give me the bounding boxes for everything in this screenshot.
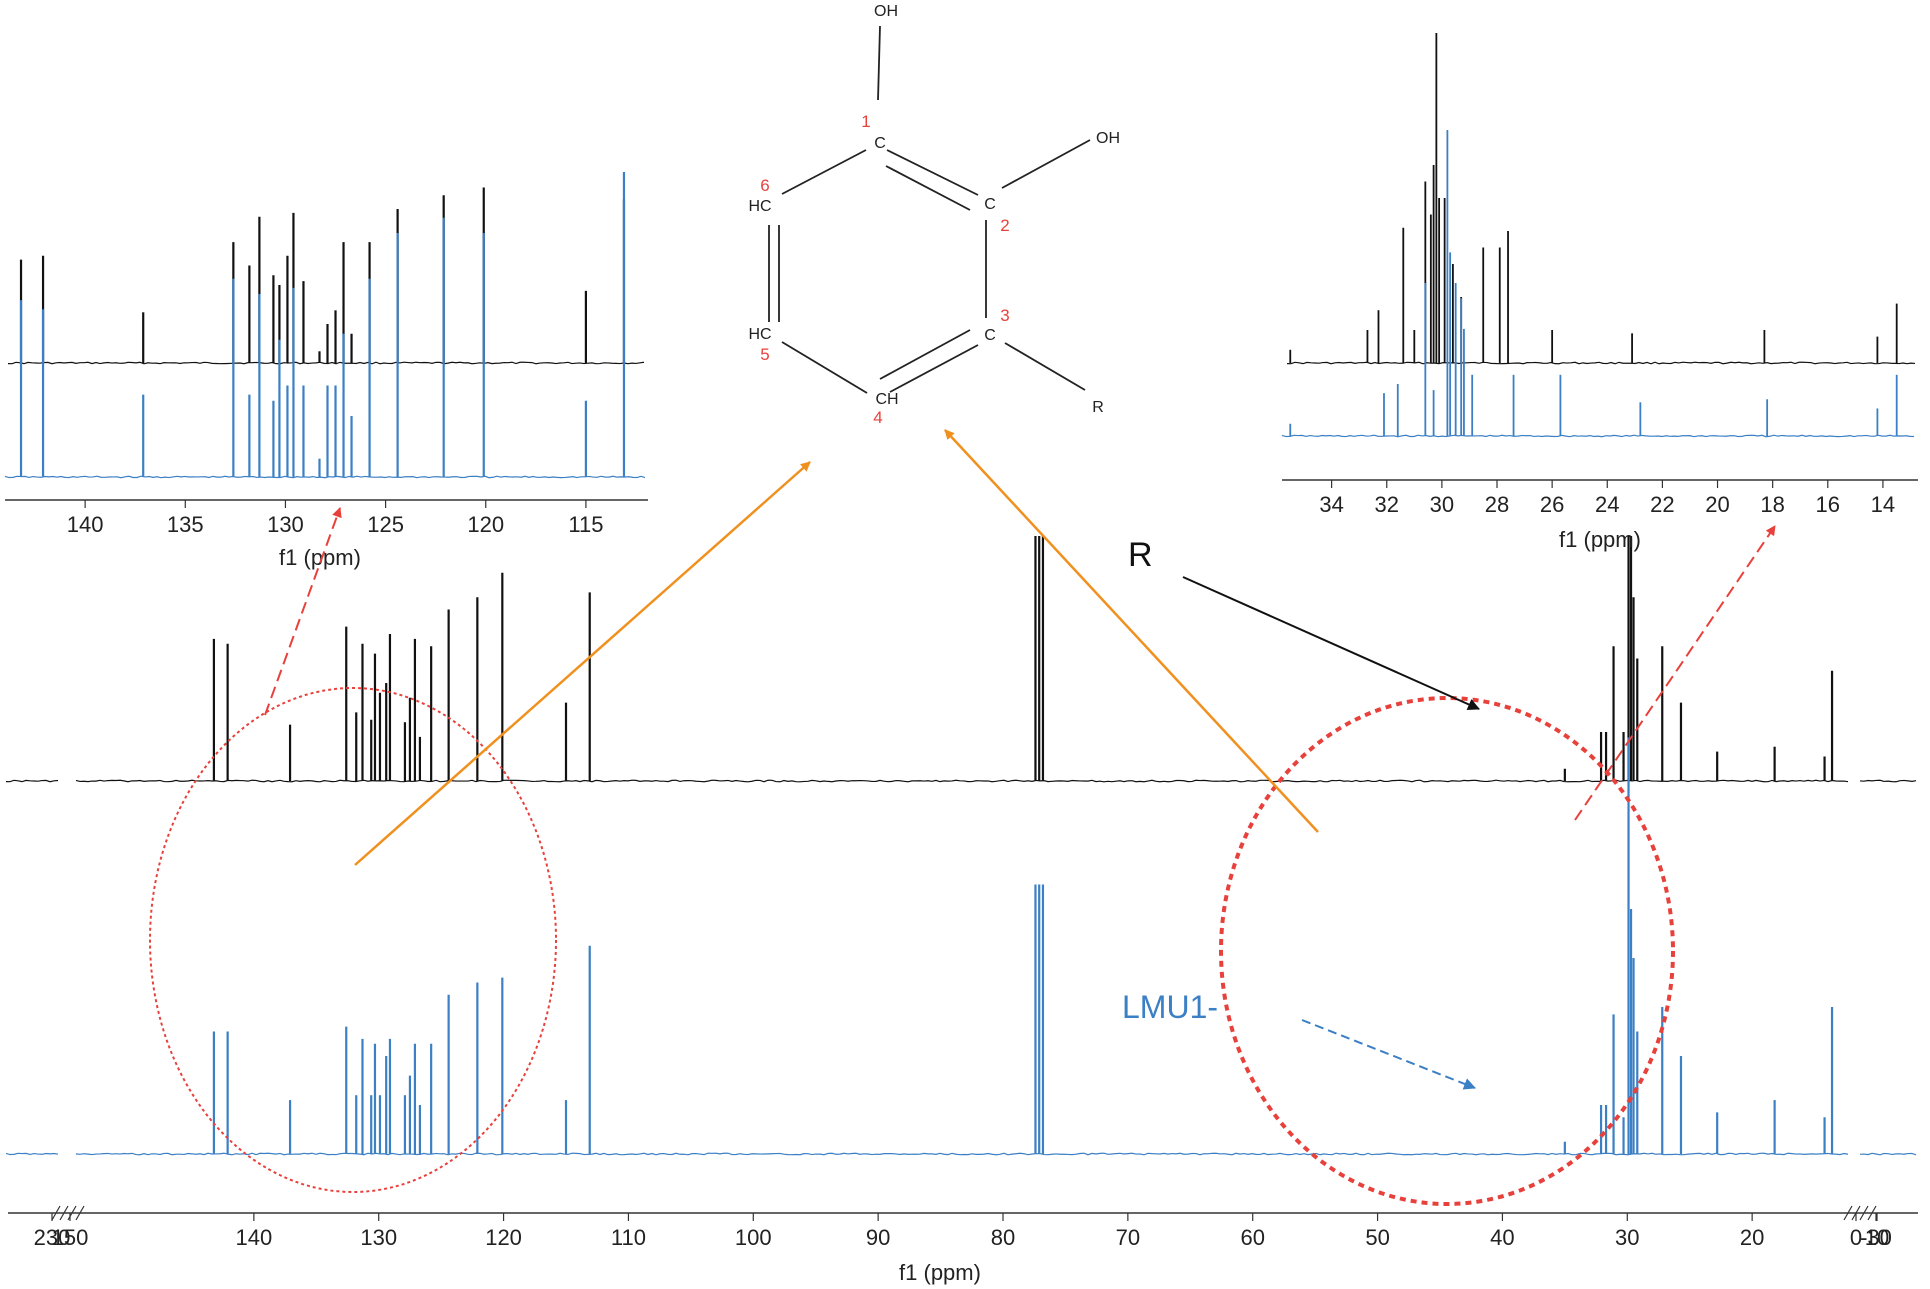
main-tick-label: 60	[1240, 1225, 1264, 1250]
aliphatic-inset-tick-label: 30	[1430, 492, 1454, 517]
main-tick-label: 90	[866, 1225, 890, 1250]
atom-oh-right: OH	[1096, 130, 1120, 147]
bond-c4-c5	[781, 341, 868, 394]
main-tick-label: 120	[485, 1225, 522, 1250]
aromatic-inset-baseline-2	[4, 475, 646, 479]
atom-c1: C	[874, 135, 886, 152]
main-axis-title: f1 (ppm)	[899, 1260, 981, 1285]
atom-number-6: 6	[760, 176, 769, 195]
aliphatic-inset-tick-label: 32	[1375, 492, 1399, 517]
aliphatic-region-ellipse	[1219, 696, 1675, 1206]
bond-c1-oh	[877, 25, 881, 101]
main-baseline-2	[5, 1152, 59, 1156]
sample-label-arrow	[1301, 1019, 1476, 1090]
atom-c2: C	[984, 196, 996, 213]
atom-number-5: 5	[760, 345, 769, 364]
main-tick-label: 0	[1850, 1225, 1862, 1250]
aliphatic-inset-tick-label: 22	[1650, 492, 1674, 517]
aromatic-region-ellipse	[149, 687, 557, 1193]
atom-r: R	[1092, 399, 1104, 416]
main-tick-label: 30	[1615, 1225, 1639, 1250]
bond-c3-c4-double	[879, 329, 971, 380]
atom-oh-top: OH	[874, 3, 898, 20]
main-tick-label: 100	[735, 1225, 772, 1250]
aromatic-inset-baseline-1	[7, 361, 645, 365]
molecule-labels: OH C C OH C R CH HC HC 1 2 3 4 5 6	[748, 3, 1120, 427]
main-tick-label: 130	[360, 1225, 397, 1250]
aromatic-zoom-arrow	[264, 507, 342, 716]
bond-c1-c2-double	[885, 165, 971, 211]
main-baseline-1	[1859, 779, 1917, 783]
aliphatic-inset-tick-label: 18	[1760, 492, 1784, 517]
main-baseline-2	[1859, 1152, 1917, 1156]
aliphatic-inset-tick-label: 16	[1816, 492, 1840, 517]
aliphatic-inset-tick-label: 24	[1595, 492, 1619, 517]
main-baseline-1	[75, 779, 1849, 783]
atom-number-4: 4	[873, 408, 882, 427]
bond-c6-c1	[781, 149, 867, 195]
aliphatic-inset-tick-label: 26	[1540, 492, 1564, 517]
bond-c3-r	[1004, 342, 1086, 391]
bond-c1-c2	[886, 149, 979, 196]
aliphatic-to-ring-arrow	[944, 429, 1319, 833]
atom-number-2: 2	[1000, 216, 1009, 235]
atom-hc6: HC	[748, 198, 771, 215]
aromatic-inset-tick-label: 115	[568, 512, 603, 537]
atom-ch4: CH	[875, 391, 898, 408]
r-group-arrow	[1182, 576, 1480, 710]
main-tick-label: 150	[52, 1225, 89, 1250]
aromatic-to-ring-arrow	[354, 461, 811, 866]
main-tick-label: 50	[1365, 1225, 1389, 1250]
aliphatic-inset-baseline-1	[1286, 361, 1916, 365]
main-baseline-2	[75, 1152, 1849, 1156]
aliphatic-inset-tick-label: 34	[1319, 492, 1343, 517]
atom-c3: C	[984, 327, 996, 344]
bond-c2-oh	[1001, 139, 1091, 189]
aromatic-inset-tick-label: 130	[267, 512, 304, 537]
molecule-structure	[768, 25, 1091, 394]
inset-aliphatic-plot: 34 32 30 28 26 24 22 20 18 16 14	[1281, 33, 1918, 517]
main-tick-label: 140	[235, 1225, 272, 1250]
main-tick-label: 80	[991, 1225, 1015, 1250]
atom-number-3: 3	[1000, 306, 1009, 325]
main-tick-label: 40	[1490, 1225, 1514, 1250]
r-group-label: R	[1128, 536, 1153, 574]
aromatic-inset-tick-label: 140	[67, 512, 104, 537]
inset-aliphatic-axis-title: f1 (ppm)	[1559, 527, 1641, 552]
main-baseline-1	[5, 779, 59, 783]
aromatic-inset-tick-label: 135	[167, 512, 204, 537]
aliphatic-inset-tick-label: 20	[1705, 492, 1729, 517]
aliphatic-inset-baseline-2	[1281, 434, 1915, 438]
aromatic-inset-tick-label: 120	[467, 512, 504, 537]
aliphatic-zoom-arrow	[1574, 525, 1776, 821]
aliphatic-inset-tick-label: 14	[1871, 492, 1895, 517]
inset-aromatic-axis-title: f1 (ppm)	[279, 545, 361, 570]
atom-hc5: HC	[748, 326, 771, 343]
bond-c3-c4	[889, 344, 979, 393]
main-tick-label: -30	[1860, 1225, 1892, 1250]
sample-label: LMU1-	[1122, 989, 1218, 1025]
aromatic-inset-tick-label: 125	[367, 512, 404, 537]
inset-aromatic-plot: 140 135 130 125 120 115	[4, 172, 648, 537]
atom-number-1: 1	[861, 112, 870, 131]
main-tick-label: 110	[611, 1225, 646, 1250]
main-tick-label: 230	[34, 1225, 71, 1250]
main-tick-label: 20	[1740, 1225, 1764, 1250]
main-tick-label: 70	[1116, 1225, 1140, 1250]
main-tick-label: 10	[1865, 1225, 1889, 1250]
aliphatic-inset-tick-label: 28	[1485, 492, 1509, 517]
